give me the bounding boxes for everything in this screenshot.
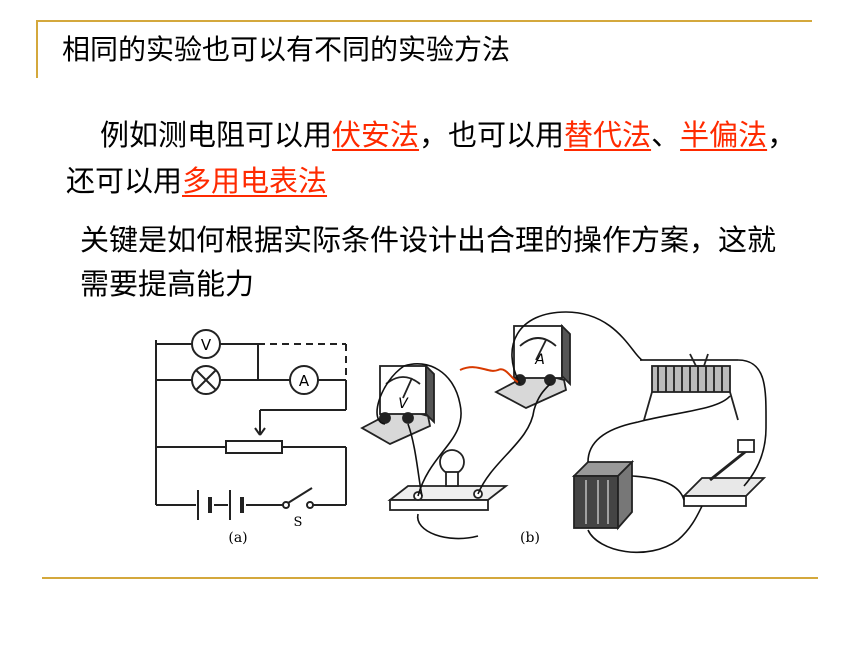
schematic-a (155, 340, 347, 506)
voltmeter-device-letter: V (398, 396, 409, 412)
figure-label-a: (a) (228, 530, 247, 546)
knife-switch-device (681, 439, 767, 507)
ammeter-device-letter: A (534, 352, 545, 368)
bulb-device (387, 449, 509, 511)
key-point-paragraph: 关键是如何根据实际条件设计出合理的操作方案，这就需要提高能力 (80, 223, 777, 301)
methods-text-4: ，还可以用 (66, 118, 797, 198)
connection-wires (376, 311, 767, 554)
methods-paragraph: 例如测电阻可以用伏安法，也可以用替代法、半偏法，还可以用多用电表法 (66, 112, 806, 204)
ammeter-device (494, 323, 571, 410)
bottom-rule (42, 577, 818, 579)
voltmeter-letter: V (201, 336, 212, 354)
red-wire (459, 366, 519, 383)
voltmeter-symbol (191, 329, 221, 359)
ammeter-letter: A (299, 372, 310, 390)
battery-device (571, 459, 635, 531)
rheostat-symbol (225, 440, 283, 454)
methods-text-2: ，也可以用 (419, 118, 565, 152)
method-substitution: 替代法 (564, 118, 652, 152)
circuit-figure: V A S (a) (118, 300, 798, 570)
rheostat-slider-arrow (254, 427, 266, 436)
figure-label-b: (b) (520, 530, 540, 546)
rheostat-device (640, 353, 739, 421)
methods-text-3: 、 (651, 118, 681, 152)
side-rule (36, 20, 38, 78)
circuit-diagram: V A S (a) (155, 311, 767, 554)
slide-title: 相同的实验也可以有不同的实验方法 (62, 33, 511, 66)
method-multimeter: 多用电表法 (182, 164, 328, 198)
method-half-deflection: 半偏法 (680, 118, 768, 152)
switch-label: S (294, 515, 303, 530)
ammeter-symbol (289, 365, 319, 395)
top-rule (36, 20, 812, 22)
battery-symbol (197, 490, 244, 520)
lamp-symbol (191, 365, 221, 395)
methods-text-1: 例如测电阻可以用 (100, 118, 333, 152)
switch-symbol (282, 487, 314, 509)
method-voltammetry: 伏安法 (332, 118, 420, 152)
